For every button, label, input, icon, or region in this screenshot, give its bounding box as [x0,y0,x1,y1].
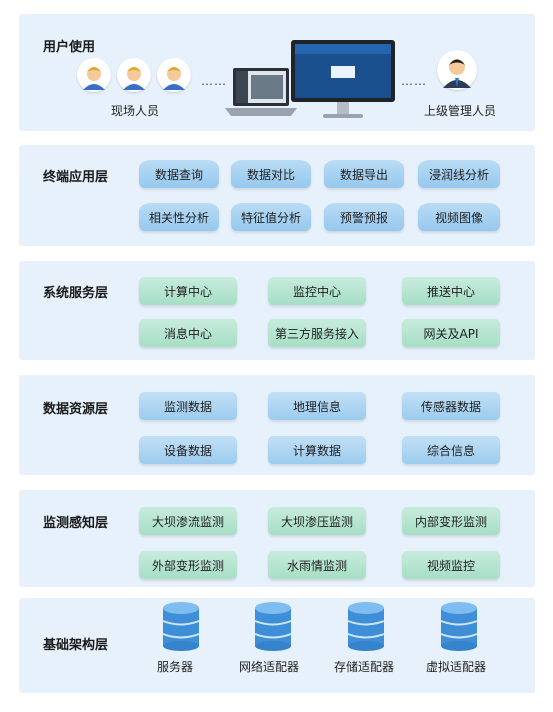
manager-avatar-icon [437,50,477,90]
infra-item: 服务器 [157,660,194,674]
manager-label: 上级管理人员 [424,104,497,118]
database-icon [347,602,385,651]
data-layer-panel: 数据资源层 监测数据 地理信息 传感器数据 设备数据 计算数据 综合信息 [19,375,535,475]
infra-layer-title: 基础架构层 [43,638,109,653]
infra-item: 存储适配器 [334,660,395,674]
terminal-layer-title: 终端应用层 [43,170,109,185]
terminal-item: 视频图像 [418,203,500,231]
field-staff-avatar-icon [117,58,151,92]
service-layer-title: 系统服务层 [43,286,109,301]
database-icon [440,602,478,651]
dots-left: …… [201,74,227,88]
database-icon [254,602,292,651]
data-item: 地理信息 [268,392,366,420]
terminal-layer-panel: 终端应用层 数据查询 数据对比 数据导出 浸润线分析 相关性分析 特征值分析 预… [19,145,535,246]
sensing-item: 视频监控 [402,551,500,579]
sensing-item: 大坝渗流监测 [139,507,237,535]
service-item: 网关及API [402,319,500,347]
field-staff-avatar-icon [77,58,111,92]
infra-item: 虚拟适配器 [426,660,487,674]
data-item: 设备数据 [139,436,237,464]
service-item: 计算中心 [139,277,237,305]
sensing-item: 大坝渗压监测 [268,507,366,535]
dots-right: …… [401,74,427,88]
service-item: 消息中心 [139,319,237,347]
service-item: 第三方服务接入 [268,319,366,347]
sensing-layer-title: 监测感知层 [43,516,109,531]
data-item: 监测数据 [139,392,237,420]
sensing-item: 内部变形监测 [402,507,500,535]
user-layer-title: 用户使用 [43,40,96,55]
monitor-icon [291,40,395,118]
infra-item: 网络适配器 [239,660,300,674]
terminal-item: 相关性分析 [139,203,219,231]
terminal-item: 浸润线分析 [418,160,500,188]
sensing-item: 水雨情监测 [268,551,366,579]
service-item: 推送中心 [402,277,500,305]
data-item: 传感器数据 [402,392,500,420]
service-layer-panel: 系统服务层 计算中心 监控中心 推送中心 消息中心 第三方服务接入 网关及API [19,261,535,360]
sensing-item: 外部变形监测 [139,551,237,579]
field-staff-label: 现场人员 [111,104,160,118]
data-item: 计算数据 [268,436,366,464]
terminal-item: 数据导出 [324,160,404,188]
database-icon [162,602,200,651]
field-staff-avatar-icon [157,58,191,92]
terminal-item: 特征值分析 [231,203,311,231]
sensing-layer-panel: 监测感知层 大坝渗流监测 大坝渗压监测 内部变形监测 外部变形监测 水雨情监测 … [19,490,535,587]
user-layer-panel: 用户使用 现场人员 …… [19,14,535,131]
terminal-item: 数据查询 [139,160,219,188]
terminal-item: 预警预报 [324,203,404,231]
service-item: 监控中心 [268,277,366,305]
terminal-item: 数据对比 [231,160,311,188]
data-item: 综合信息 [402,436,500,464]
infra-layer-panel: 基础架构层 服务器 网络适配器 存储适配器 虚拟适配器 [19,598,535,693]
laptop-icon [225,68,297,116]
data-layer-title: 数据资源层 [43,402,109,417]
